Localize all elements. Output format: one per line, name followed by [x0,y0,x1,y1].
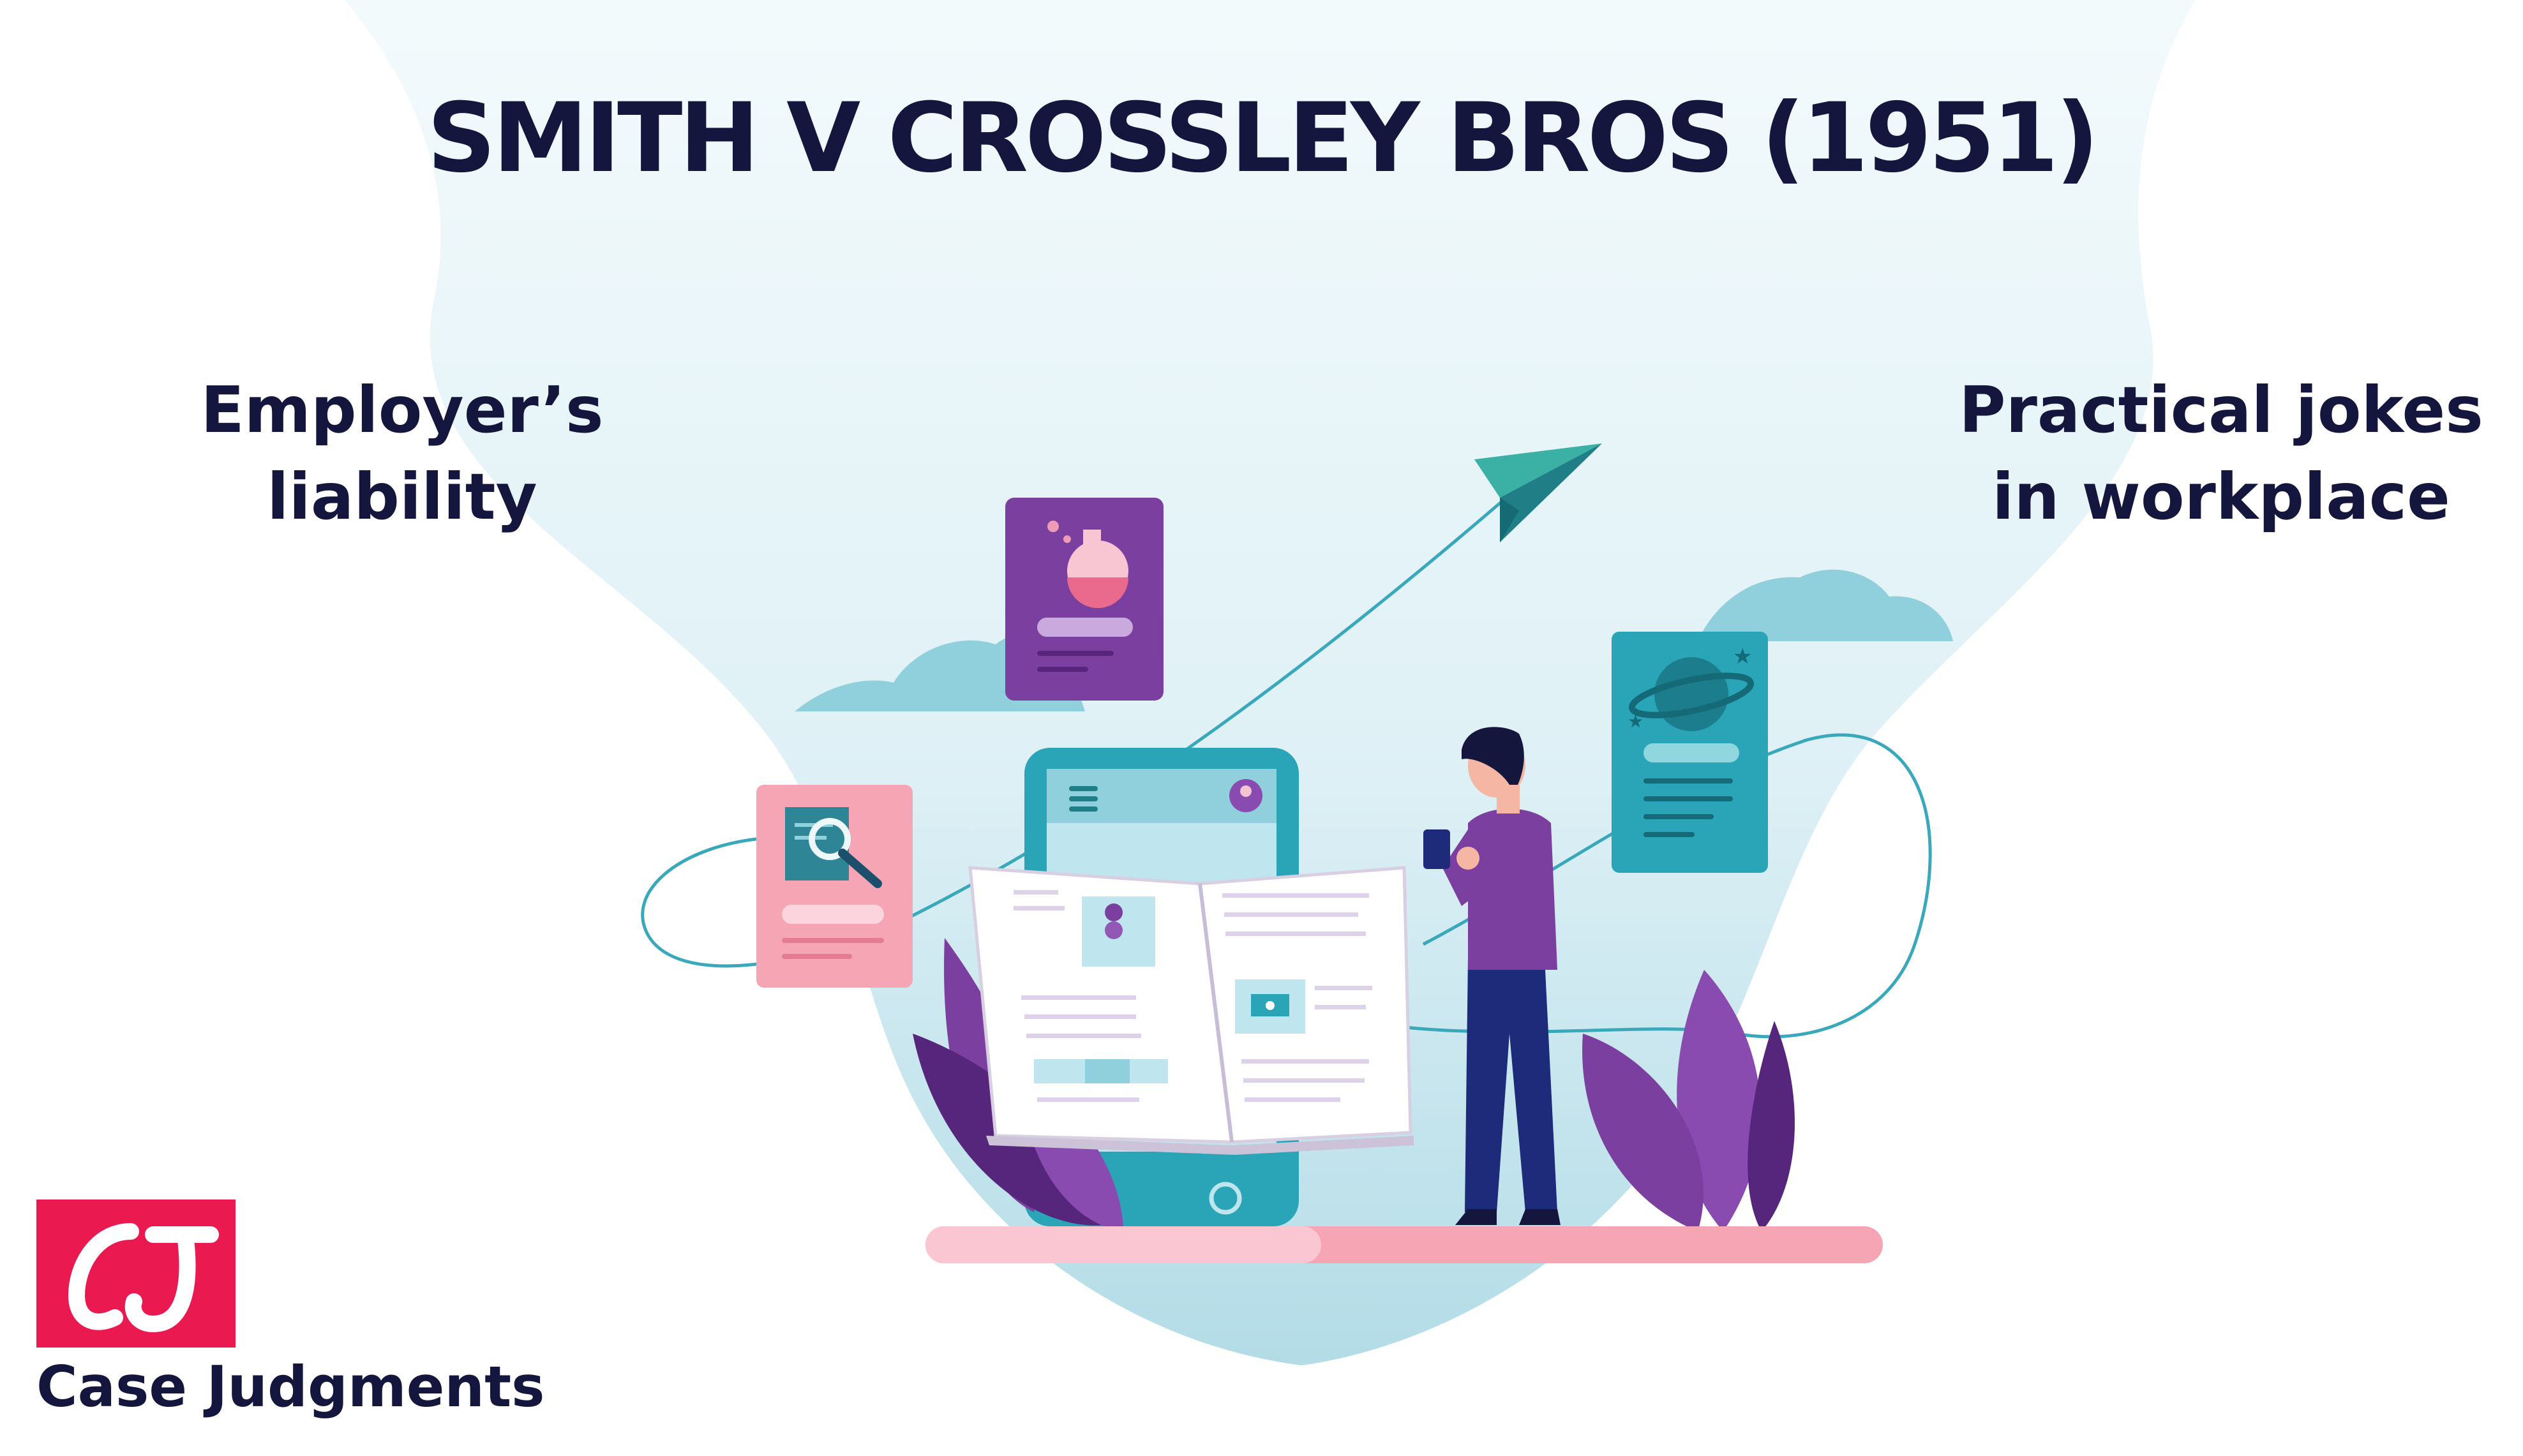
cloud-icon [1698,569,1953,641]
search-card [756,785,913,988]
paper-plane-icon [1474,443,1602,542]
topic-label-right: Practical jokes in workplace [1934,367,2508,540]
leaf-plant-icon [1582,970,1795,1231]
page-title: SMITH V CROSSLEY BROS (1951) [426,83,2099,194]
potion-flask-icon [1047,521,1128,608]
topic-label-left-line1: Employer’s [200,373,604,447]
potion-card [1005,498,1164,701]
logo-name: Case Judgments [36,1354,545,1420]
planet-card: ★ ★ [1612,632,1768,873]
planet-icon: ★ ★ [1628,644,1755,731]
topic-label-right-line1: Practical jokes [1959,373,2483,447]
magnifier-icon [809,818,882,888]
svg-text:★: ★ [1733,644,1752,669]
smartphone-icon [1423,829,1450,869]
topic-label-left: Employer’s liability [166,367,638,540]
logo-monogram [36,1200,236,1348]
topic-label-left-line2: liability [267,459,537,534]
open-book-icon [968,866,1414,1155]
topic-label-right-line2: in workplace [1992,459,2450,534]
svg-text:★: ★ [1628,711,1643,731]
person-figure [1423,727,1561,1225]
